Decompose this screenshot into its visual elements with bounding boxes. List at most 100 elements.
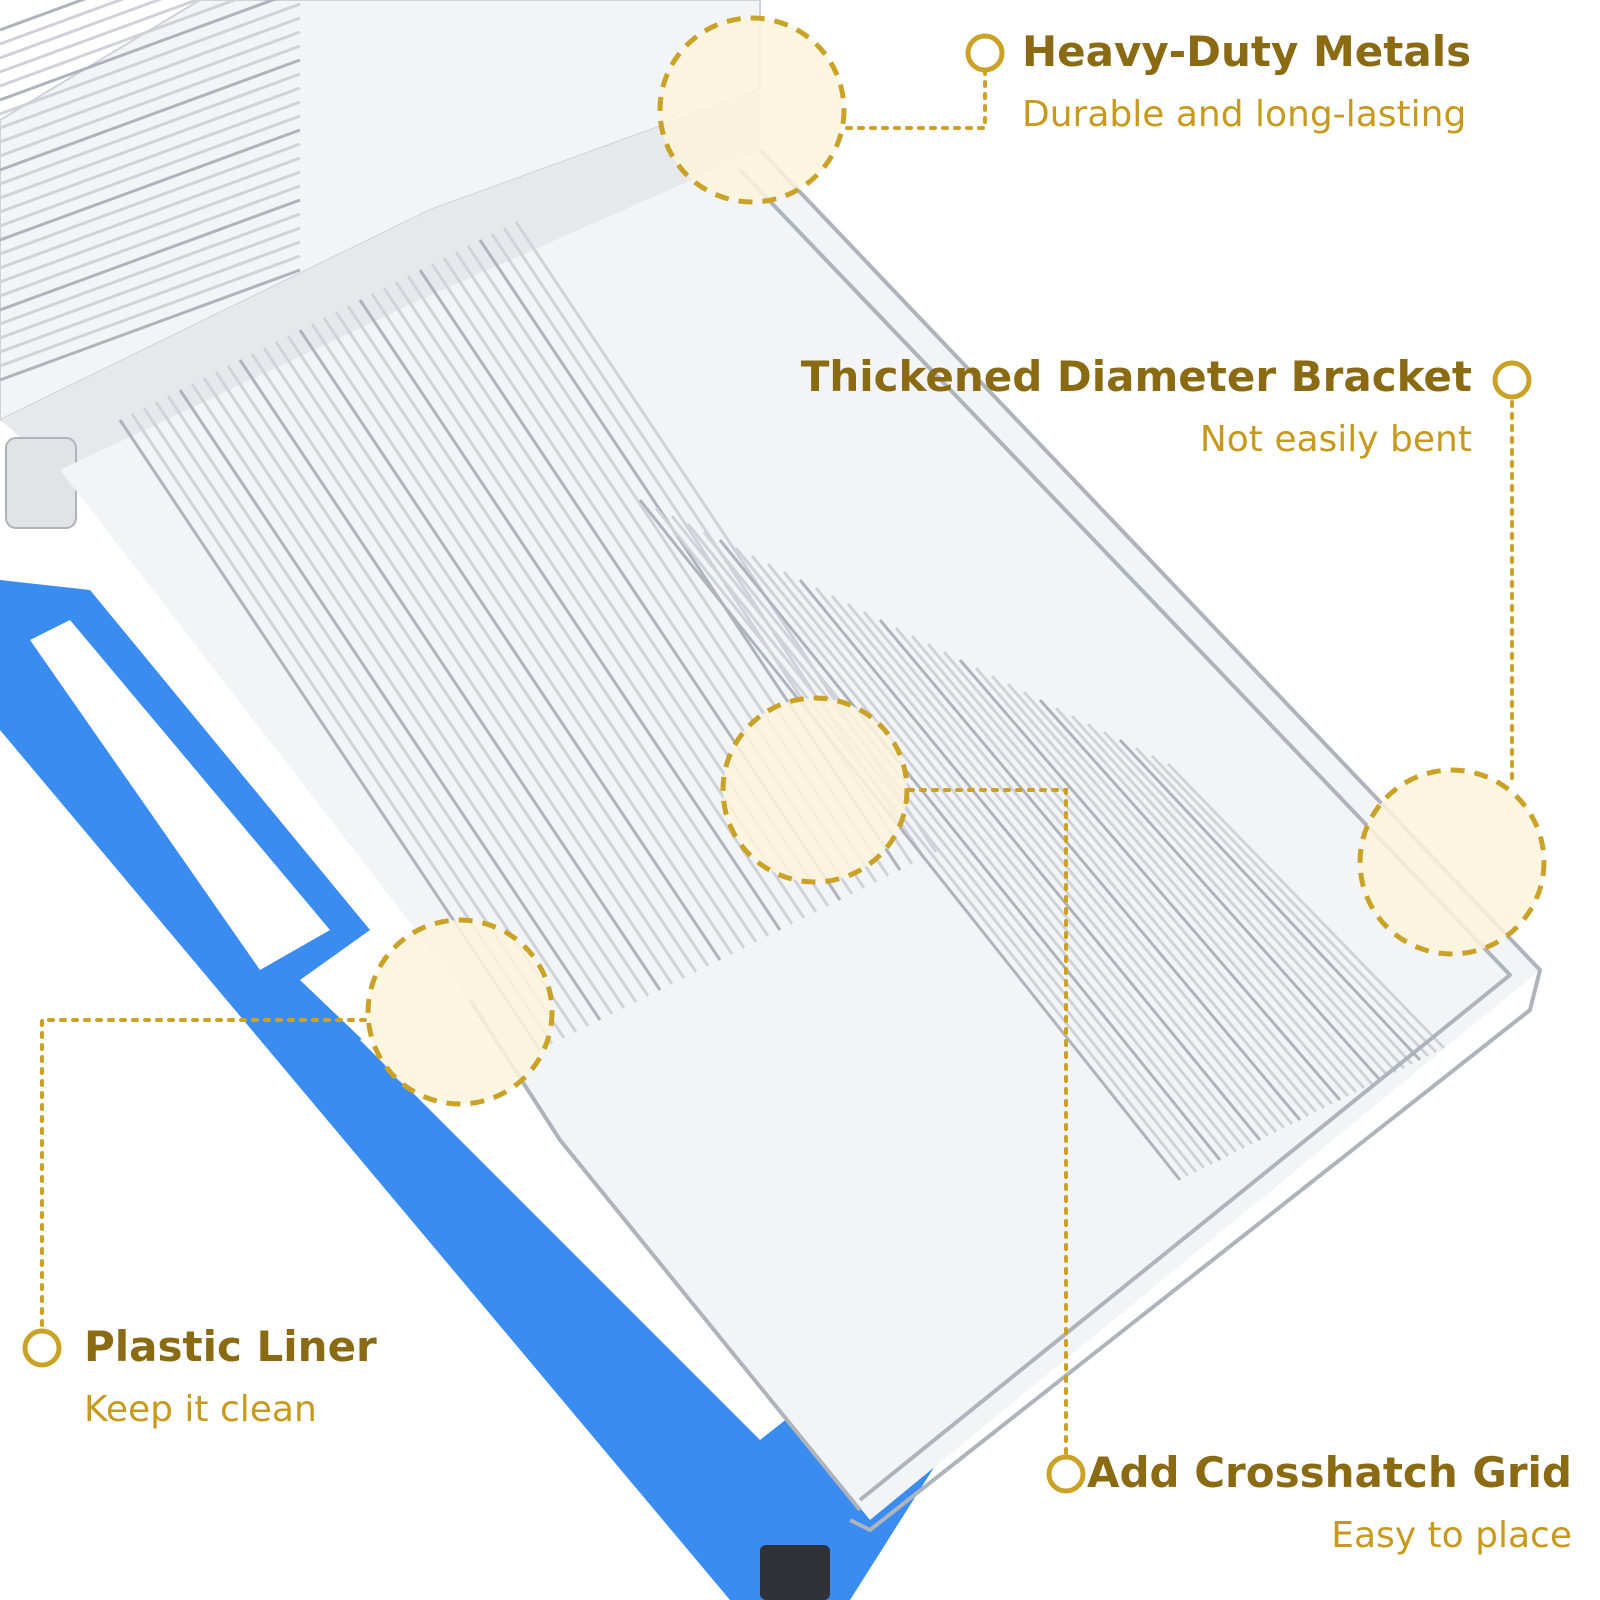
wire-line bbox=[0, 0, 278, 102]
highlight-circles bbox=[365, 15, 1547, 1107]
wire-line bbox=[1054, 706, 1390, 1078]
wire-line bbox=[0, 0, 87, 32]
wire-line bbox=[0, 86, 301, 200]
wire-line bbox=[0, 58, 301, 172]
wire-line bbox=[686, 523, 1206, 1169]
wire-line bbox=[0, 72, 301, 186]
wire-line bbox=[750, 555, 1238, 1153]
wire-line bbox=[702, 531, 1214, 1165]
wire-line bbox=[0, 226, 301, 340]
callout-leaders bbox=[40, 68, 1514, 1455]
wire-line bbox=[178, 389, 602, 1021]
wire-line bbox=[250, 353, 674, 985]
highlight-crosshatch bbox=[720, 695, 910, 885]
wire-line bbox=[370, 293, 794, 925]
feature-heavy-duty: Heavy-Duty Metals Durable and long-lasti… bbox=[1022, 27, 1471, 137]
wire-line bbox=[654, 507, 1190, 1177]
wire-line bbox=[1150, 754, 1438, 1054]
wire-line bbox=[734, 547, 1230, 1157]
feature-subtitle: Easy to place bbox=[1331, 1515, 1572, 1556]
wire-line bbox=[814, 587, 1270, 1137]
feature-crosshatch: Add Crosshatch Grid Easy to place bbox=[1087, 1448, 1572, 1558]
leader-crosshatch bbox=[906, 788, 1068, 1455]
wire-line bbox=[0, 16, 301, 130]
wire-line bbox=[1022, 691, 1374, 1085]
wire-line bbox=[1102, 730, 1414, 1066]
wire-divider-lines-top bbox=[0, 0, 301, 382]
feature-title: Thickened Diameter Bracket bbox=[800, 352, 1472, 401]
wire-line bbox=[310, 323, 734, 955]
wire-line bbox=[0, 184, 301, 298]
wire-line bbox=[274, 341, 698, 973]
wire-line bbox=[1006, 683, 1366, 1089]
wire-line bbox=[0, 100, 301, 214]
wire-line bbox=[202, 377, 626, 1009]
wire-line bbox=[718, 539, 1222, 1161]
wire-line bbox=[0, 0, 239, 88]
ring-icon bbox=[965, 33, 1005, 73]
wire-line bbox=[214, 371, 638, 1003]
leader-heavy-duty bbox=[843, 68, 987, 130]
wire-line bbox=[0, 240, 301, 354]
feature-title: Add Crosshatch Grid bbox=[1086, 1448, 1572, 1497]
wire-divider-lines-left bbox=[118, 221, 938, 1051]
wire-line bbox=[0, 0, 201, 74]
wire-line bbox=[1118, 738, 1422, 1062]
wire-line bbox=[0, 44, 301, 158]
wire-line bbox=[1086, 722, 1406, 1070]
wire-line bbox=[298, 329, 722, 961]
wire-line bbox=[878, 619, 1302, 1121]
wire-line bbox=[334, 311, 758, 943]
feature-subtitle: Keep it clean bbox=[84, 1389, 317, 1430]
ring-icon bbox=[1492, 360, 1532, 400]
wire-line bbox=[926, 643, 1326, 1109]
wire-line bbox=[0, 254, 301, 368]
feature-subtitle: Not easily bent bbox=[1199, 419, 1472, 460]
wire-line bbox=[1070, 714, 1398, 1074]
wire-line bbox=[0, 156, 301, 270]
highlight-bracket bbox=[1357, 767, 1547, 957]
wire-line bbox=[0, 114, 301, 228]
wire-line bbox=[990, 675, 1358, 1093]
feature-title: Heavy-Duty Metals bbox=[1022, 27, 1472, 76]
wire-line bbox=[894, 627, 1310, 1117]
wire-line bbox=[154, 401, 578, 1033]
feature-title: Plastic Liner bbox=[84, 1322, 377, 1371]
wire-line bbox=[910, 635, 1318, 1113]
wire-line bbox=[974, 667, 1350, 1097]
feature-bracket: Thickened Diameter Bracket Not easily be… bbox=[801, 352, 1472, 462]
wire-line bbox=[942, 651, 1334, 1105]
wire-line bbox=[638, 499, 1182, 1181]
wire-line bbox=[0, 30, 301, 144]
feature-subtitle: Durable and long-lasting bbox=[1022, 94, 1467, 135]
wire-line bbox=[958, 659, 1342, 1101]
wire-line bbox=[830, 595, 1278, 1133]
wire-line bbox=[0, 268, 301, 382]
wire-line bbox=[862, 611, 1294, 1125]
ring-icon bbox=[22, 1328, 62, 1368]
wire-line bbox=[346, 305, 770, 937]
wire-line bbox=[190, 383, 614, 1015]
wire-line bbox=[286, 335, 710, 967]
wire-line bbox=[1166, 762, 1446, 1050]
wire-line bbox=[262, 347, 686, 979]
wire-line bbox=[766, 563, 1246, 1149]
wire-line bbox=[1038, 698, 1382, 1082]
wire-line bbox=[0, 170, 301, 284]
wire-line bbox=[1134, 746, 1430, 1058]
wire-line bbox=[670, 515, 1198, 1173]
wire-line bbox=[0, 142, 301, 256]
ring-icon bbox=[1046, 1454, 1086, 1494]
wire-line bbox=[238, 359, 662, 991]
feature-liner: Plastic Liner Keep it clean bbox=[84, 1322, 377, 1432]
callout-markers bbox=[22, 33, 1532, 1494]
highlight-liner bbox=[365, 917, 555, 1107]
wire-line bbox=[358, 299, 782, 931]
wire-line bbox=[226, 365, 650, 997]
caster-foot bbox=[760, 1545, 830, 1600]
wire-line bbox=[0, 198, 301, 312]
highlight-heavy-duty bbox=[657, 15, 847, 205]
wire-line bbox=[166, 395, 590, 1027]
wire-line bbox=[782, 571, 1254, 1145]
